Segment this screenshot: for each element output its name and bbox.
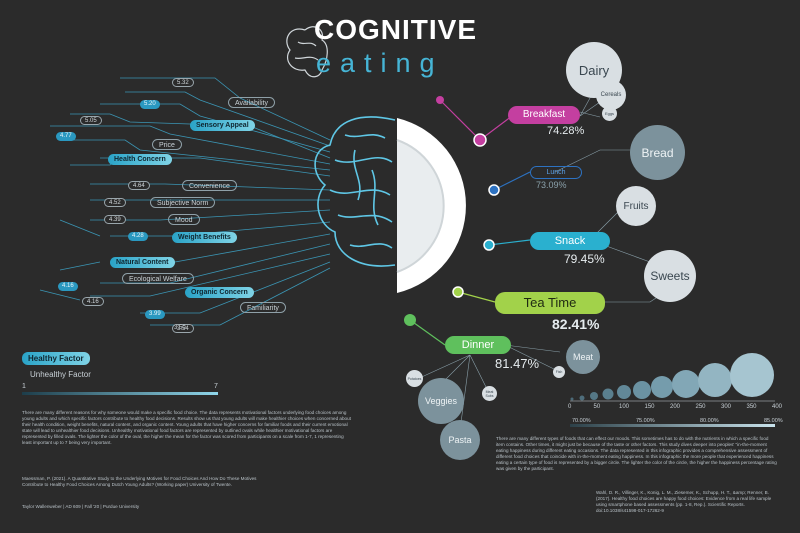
- factor-label: Ecological Welfare: [122, 273, 194, 284]
- axis-tick: 350: [746, 404, 757, 410]
- pct-snack: 79.45%: [564, 252, 605, 266]
- happiness-gradient: [570, 424, 775, 427]
- factor-label: Subjective Norm: [150, 197, 216, 208]
- meal-dinner: Dinner: [445, 336, 511, 354]
- axis-tick: 0: [568, 404, 572, 410]
- meal-snack: Snack: [530, 232, 610, 250]
- factor-value: 4.16: [58, 282, 78, 291]
- axis-tick: 50: [593, 404, 601, 410]
- factor-label: Organic Concern: [185, 287, 254, 298]
- axis-tick: 100: [619, 404, 630, 410]
- factor-label: Price: [152, 139, 182, 150]
- meal-lunch: Lunch: [530, 166, 582, 179]
- food-fish: Fish: [553, 366, 565, 378]
- happiness-pct-label: 80.00%: [700, 418, 719, 424]
- pct-tea-time: 82.41%: [552, 316, 600, 332]
- food-cereals: Cereals: [596, 80, 626, 110]
- happiness-pct-label: 75.00%: [636, 418, 655, 424]
- axis-tick: 300: [721, 404, 732, 410]
- pct-breakfast: 74.28%: [547, 125, 585, 137]
- happiness-pct-label: 70.00%: [572, 418, 591, 424]
- food-fruits: Fruits: [616, 186, 656, 226]
- credit: Taylor Wallenweber | AD 609 | Fall '20 |…: [22, 504, 140, 509]
- pct-dinner: 81.47%: [495, 356, 540, 371]
- factor-label: Convenience: [182, 180, 237, 191]
- food-eggs: Eggs: [602, 106, 617, 121]
- food-meat-subs: Meat Subs: [482, 386, 497, 401]
- factor-label: Familiarity: [240, 302, 286, 313]
- food-pasta: Pasta: [440, 420, 480, 460]
- pct-lunch: 73.09%: [536, 180, 567, 190]
- food-sweets: Sweets: [644, 250, 696, 302]
- factor-value: 3.54: [172, 324, 194, 333]
- factor-value: 4.77: [56, 132, 76, 141]
- brain-icon: [314, 116, 396, 267]
- factor-value: 5.32: [172, 78, 194, 87]
- factor-value: 5.20: [140, 100, 160, 109]
- factor-value: 4.28: [128, 232, 148, 241]
- axis-tick: 150: [644, 404, 655, 410]
- bubble-scale: [570, 353, 775, 402]
- right-description: There are many different types of foods …: [496, 436, 777, 471]
- food-potatoes: Potatoes: [406, 370, 423, 387]
- axis-tick: 250: [695, 404, 706, 410]
- factor-value: 4.64: [128, 181, 150, 190]
- axis-tick: 400: [772, 404, 783, 410]
- food-bread: Bread: [630, 125, 685, 180]
- factor-label: Availability: [228, 97, 275, 108]
- axis-tick: 200: [670, 404, 681, 410]
- factor-value: 3.99: [145, 310, 165, 319]
- factor-label: Sensory Appeal: [190, 120, 255, 131]
- title-brain-icon: [286, 26, 328, 78]
- food-meat: Meat: [566, 340, 600, 374]
- factor-label: Weight Benefits: [172, 232, 237, 243]
- legend-healthy: Healthy Factor: [22, 352, 90, 365]
- factor-label: Mood: [168, 214, 200, 225]
- title-main: COGNITIVE: [314, 14, 478, 45]
- factor-label: Natural Content: [110, 257, 175, 268]
- meal-breakfast: Breakfast: [508, 106, 580, 124]
- food-veggies: Veggies: [418, 378, 464, 424]
- importance-gradient: [22, 392, 218, 395]
- left-description: There are many different reasons for why…: [22, 410, 351, 445]
- left-citation: Maessman, P. (2021). A Quantitative Stud…: [22, 476, 257, 487]
- legend-scale-min: 1: [22, 383, 26, 390]
- plate-icon: [396, 118, 466, 293]
- legend-unhealthy: Unhealthy Factor: [30, 370, 91, 379]
- factor-label: Health Concern: [108, 154, 172, 165]
- factor-value: 4.39: [104, 215, 126, 224]
- factor-value: 5.05: [80, 116, 102, 125]
- legend-scale-max: 7: [214, 383, 218, 390]
- meal-tea-time: Tea Time: [495, 292, 605, 314]
- factor-value: 4.16: [82, 297, 104, 306]
- factor-value: 3.50: [174, 325, 186, 331]
- title-sub: eating: [316, 48, 444, 78]
- factor-value: 4.52: [104, 198, 126, 207]
- happiness-pct-label: 85.00%: [764, 418, 783, 424]
- right-citation: Wahl, D. R., Villinger, K., Konig, L. M.…: [596, 490, 772, 513]
